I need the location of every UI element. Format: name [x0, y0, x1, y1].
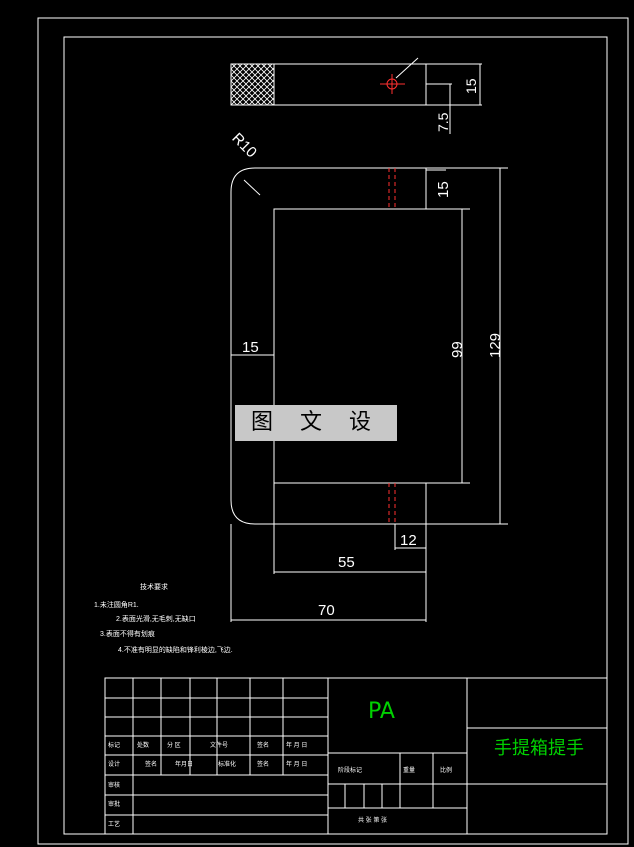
tb-label: 设计: [108, 760, 120, 768]
tb-label: 共 张 第 张: [358, 816, 387, 824]
dim-right-15: 15: [435, 181, 452, 198]
tb-label: 年 月 日: [286, 741, 307, 749]
dim-55: 55: [338, 554, 355, 571]
section-view: [230, 57, 482, 134]
note-2: 2.表面光滑,无毛刺,无缺口: [116, 614, 196, 623]
tb-label: 年月日: [175, 760, 193, 768]
dim-7-5: 7.5: [435, 112, 451, 132]
tb-label: 比例: [440, 766, 452, 774]
tb-label: 签名: [145, 760, 157, 768]
outer-border: [37, 17, 629, 845]
tb-label: 重量: [403, 766, 415, 774]
tb-label: 处数: [137, 741, 149, 749]
title-block: [104, 677, 608, 835]
watermark-label: 图 文 设 计: [235, 405, 397, 471]
tb-label: 签名: [257, 760, 269, 768]
note-4: 4.不准有明显的缺陷和锋利棱边,飞边.: [118, 645, 233, 654]
dim-r10: R10: [228, 130, 259, 161]
tb-label: 审核: [108, 781, 120, 789]
notes-heading: 技术要求: [140, 582, 168, 591]
dim-129: 129: [487, 333, 504, 358]
tb-label: 阶段标记: [338, 766, 362, 774]
dim-12: 12: [400, 532, 417, 549]
tb-label: 文件号: [210, 741, 228, 749]
tb-label: 工艺: [108, 820, 120, 828]
tb-label: 签名: [257, 741, 269, 749]
dim-left-15: 15: [242, 339, 259, 356]
dim-99: 99: [449, 341, 466, 358]
part-name: 手提箱提手: [494, 738, 584, 759]
tb-label: 标准化: [218, 760, 236, 768]
note-3: 3.表面不得有划痕: [100, 629, 155, 638]
tb-label: 审批: [108, 800, 120, 808]
part-code: PA: [368, 699, 395, 724]
plate-view: [230, 167, 508, 622]
tb-label: 分 区: [167, 741, 181, 749]
tb-label: 年 月 日: [286, 760, 307, 768]
note-1: 1.未注圆角R1.: [94, 600, 139, 609]
dim-70: 70: [318, 602, 335, 619]
tb-label: 标记: [108, 741, 120, 749]
dim-top-15: 15: [463, 78, 479, 94]
